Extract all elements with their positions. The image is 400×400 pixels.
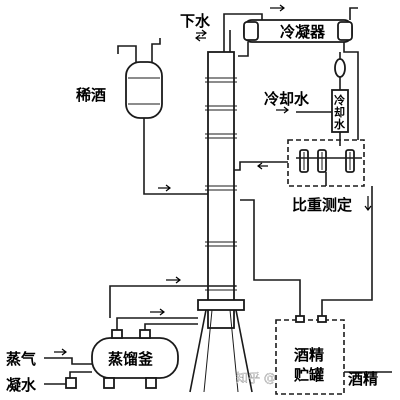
spirit-storage-tank: 酒精 贮罐 — [275, 315, 345, 395]
down-water-arrow — [195, 29, 207, 42]
cooling-water-arrow — [276, 106, 289, 114]
still-label: 蒸馏釜 — [108, 350, 154, 368]
condenser-label: 冷凝器 — [280, 23, 326, 41]
cooling-water-label: 冷却水 — [264, 90, 310, 108]
condenser: 冷凝器 — [243, 19, 353, 43]
still-vessel: 蒸馏釜 — [91, 329, 179, 389]
gravity-test-box: 比重测定 — [287, 139, 365, 214]
spirit-tank-label-1: 酒精 — [294, 346, 324, 364]
watermark: 知乎 @ — [236, 371, 276, 385]
dilute-wine-tank: 稀酒 — [76, 38, 163, 126]
svg-text:却: 却 — [334, 105, 345, 119]
dilute-wine-label: 稀酒 — [76, 86, 106, 104]
spirit-outlet-label: 酒精 — [348, 370, 378, 388]
small-cooler: 冷 却 水 — [331, 52, 349, 133]
svg-text:冷: 冷 — [334, 93, 345, 107]
condensate-label: 凝水 — [6, 376, 37, 394]
spirit-tank-label-2: 贮罐 — [293, 366, 324, 384]
distillation-column — [189, 51, 253, 393]
steam-label: 蒸气 — [6, 350, 36, 368]
down-water-label: 下水 — [180, 12, 211, 30]
svg-text:水: 水 — [334, 117, 346, 131]
gravity-test-label: 比重测定 — [292, 196, 352, 214]
